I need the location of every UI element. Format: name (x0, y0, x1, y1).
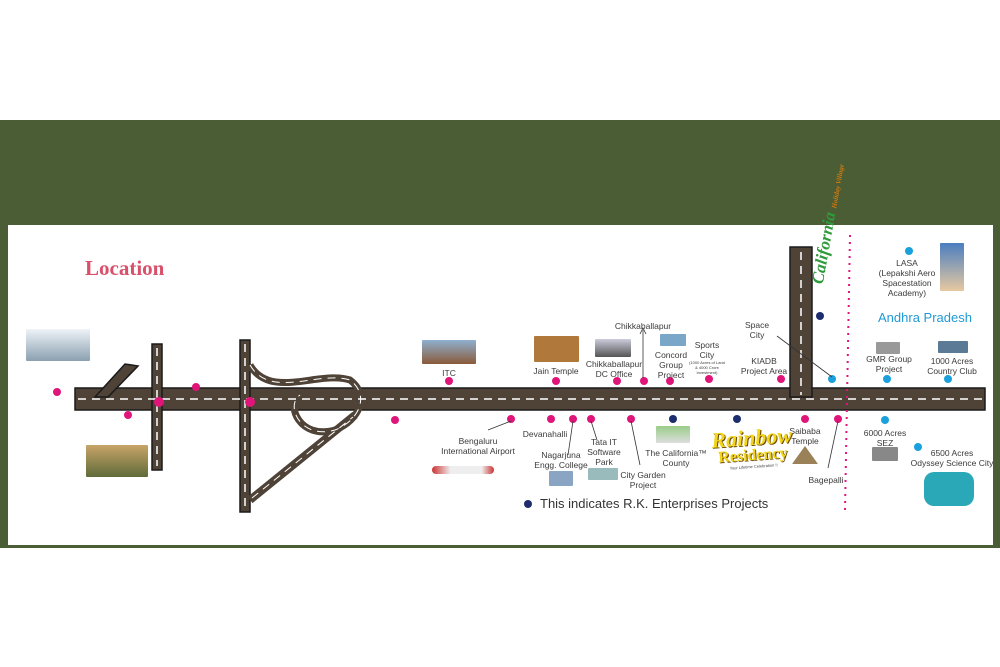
label-airport: Bengaluru International Airport (441, 436, 515, 456)
dot (547, 415, 555, 423)
map-legend: This indicates R.K. Enterprises Projects (524, 496, 768, 511)
rainbow-residency-logo: Rainbow Residency Your Lifetime Celebrat… (710, 422, 794, 472)
dot (154, 397, 164, 407)
dot (816, 312, 824, 320)
roads (74, 246, 986, 513)
dot (828, 375, 836, 383)
label-sports-city: Sports City (1000 Acres of Land & 4000 C… (689, 340, 725, 375)
dot (640, 377, 648, 385)
label-itc: ITC (442, 368, 456, 378)
pointer-arrows (487, 327, 839, 469)
dot (445, 377, 453, 385)
dot (391, 416, 399, 424)
label-bagepalli: Bagepalli (808, 475, 844, 485)
jain-temple-image (534, 336, 579, 362)
nagarjuna-image (549, 471, 573, 486)
label-saibaba: Saibaba Temple (789, 426, 821, 446)
vidhana-soudha-image (26, 329, 90, 361)
dot (507, 415, 515, 423)
country-club-image (938, 341, 968, 353)
map-panel (8, 225, 993, 545)
dot (666, 377, 674, 385)
label-odyssey: 6500 Acres Odyssey Science City (910, 448, 994, 468)
rk-project-dot-icon (524, 499, 532, 508)
dot (245, 397, 255, 407)
dot (669, 415, 677, 423)
label-lasa: LASA (Lepakshi Aero Spacestation Academy… (878, 258, 936, 298)
label-devanahalli: Devanahalli (522, 429, 568, 439)
label-nagarjuna: Nagarjuna Engg. College (534, 450, 588, 470)
region-label: Andhra Pradesh (878, 310, 972, 325)
lasa-image (940, 243, 964, 291)
andhra-dots (828, 247, 952, 451)
legend-text: This indicates R.K. Enterprises Projects (540, 496, 769, 511)
dot (944, 375, 952, 383)
label-kiadb: KIADB Project Area (740, 356, 788, 376)
tata-it-image (588, 468, 618, 480)
dot (777, 375, 785, 383)
dc-office-image (595, 339, 631, 357)
label-city-garden: City Garden Project (620, 470, 666, 490)
cross-road-2 (239, 339, 251, 513)
label-concord: Concord Group Project (654, 350, 688, 380)
dot (192, 383, 200, 391)
sports-city-note: (1000 Acres of Land & 4000 Crore Investm… (689, 360, 725, 375)
dot (801, 415, 809, 423)
label-gmr: GMR Group Project (866, 354, 912, 374)
dot (613, 377, 621, 385)
page-title: Location (85, 256, 165, 280)
label-space-city: Space City (744, 320, 770, 340)
dot (914, 443, 922, 451)
label-chikkaballapur: Chikkaballapur (614, 321, 672, 331)
label-california-county: The California™ County (645, 448, 707, 468)
dot (569, 415, 577, 423)
label-sez: 6000 Acres SEZ (863, 428, 907, 448)
california-county-image (656, 426, 690, 443)
dot (905, 247, 913, 255)
lane-markings (78, 252, 982, 508)
itc-image (422, 340, 476, 364)
dot (627, 415, 635, 423)
dot (834, 415, 842, 423)
landmark-dots (53, 375, 842, 424)
dot (881, 416, 889, 424)
label-country-club: 1000 Acres Country Club (927, 356, 977, 376)
odyssey-image (924, 472, 974, 506)
dot (552, 377, 560, 385)
dot (587, 415, 595, 423)
dot (883, 375, 891, 383)
label-tata-it: Tata IT Software Park (587, 437, 621, 467)
airplane-image (432, 466, 494, 474)
label-dc-office: Chikkaballapur DC Office (585, 359, 643, 379)
dot (705, 375, 713, 383)
sports-city-name: Sports City (694, 340, 720, 360)
sez-image (872, 447, 898, 461)
gmr-image (876, 342, 900, 354)
label-jain-temple: Jain Temple (533, 366, 579, 376)
concord-image (660, 334, 686, 346)
dot (733, 415, 741, 423)
bangalore-palace-image (86, 445, 148, 477)
dot (53, 388, 61, 396)
slip-road (93, 363, 140, 398)
rk-project-dots (669, 312, 824, 423)
dot (124, 411, 132, 419)
state-border (844, 234, 851, 511)
